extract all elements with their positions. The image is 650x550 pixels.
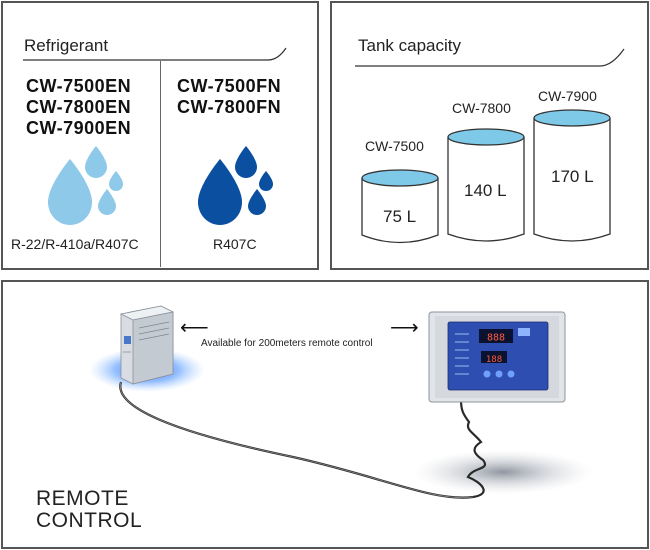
remote-control-title: REMOTE CONTROL: [36, 488, 142, 532]
tank-icon: [447, 128, 525, 242]
water-drops-light-icon: [48, 146, 123, 225]
remote-controller-icon: [428, 311, 566, 403]
model-name: CW-7500EN: [26, 76, 132, 96]
refrigerant-gas-en: R-22/R-410a/R407C: [11, 236, 139, 252]
chiller-unit-icon: [119, 305, 175, 385]
tank-model-label: CW-7900: [538, 88, 597, 104]
floor-shadow: [413, 450, 593, 494]
arrow-right-icon: ⟶: [390, 317, 419, 339]
remote-title-line: REMOTE: [36, 487, 129, 510]
refrigerant-gas-fn: R407C: [213, 236, 257, 252]
arrow-left-icon: ⟵: [180, 317, 209, 339]
display-reading: 188: [486, 355, 502, 365]
remote-title-line: CONTROL: [36, 509, 143, 532]
tank-icon: [533, 109, 611, 242]
model-list-fn: CW-7500FN CW-7800FN: [177, 76, 281, 118]
remote-illustration: 888 188: [89, 305, 593, 499]
tank-illustrations: [361, 109, 611, 244]
tank-volume: 75 L: [383, 207, 417, 226]
refrigerant-heading: Refrigerant: [24, 36, 109, 55]
tank-model-label: CW-7500: [365, 138, 424, 154]
refrigerant-divider: [160, 61, 161, 267]
tank-volume: 170 L: [551, 167, 594, 186]
tank-icon: [361, 169, 439, 244]
tank-model-label: CW-7800: [452, 100, 511, 116]
tank-heading-underline: [355, 48, 625, 67]
display-reading: 888: [487, 333, 505, 344]
tank-heading: Tank capacity: [358, 36, 461, 55]
refrigerant-heading-underline: [23, 47, 287, 61]
model-name: CW-7500FN: [177, 76, 282, 96]
remote-range-note: Available for 200meters remote control: [201, 338, 373, 349]
tank-volume: 140 L: [464, 181, 507, 200]
model-list-en: CW-7500EN CW-7800EN CW-7900EN: [26, 76, 131, 139]
water-drops-dark-icon: [198, 146, 273, 225]
model-name: CW-7900EN: [26, 118, 132, 138]
model-name: CW-7800EN: [26, 97, 132, 117]
model-name: CW-7800FN: [177, 97, 282, 117]
